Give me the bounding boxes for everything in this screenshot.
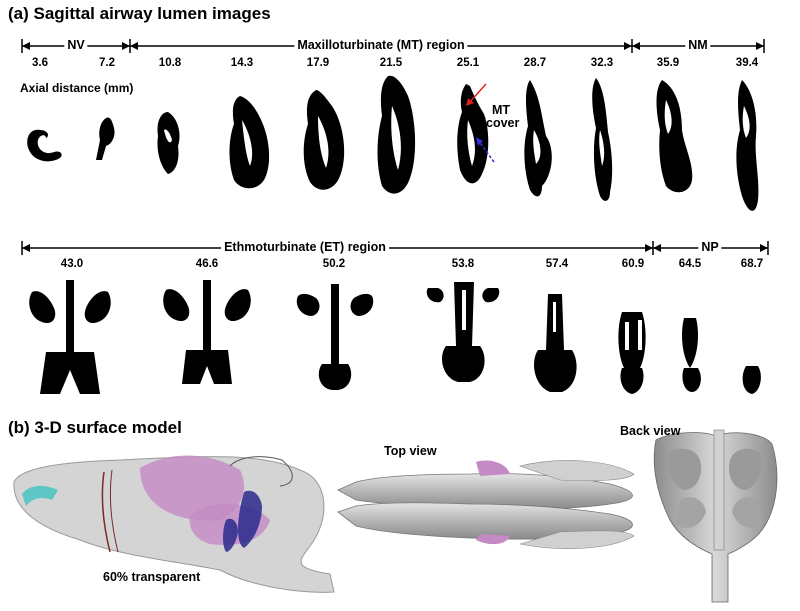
lumen-3.6 <box>27 129 62 162</box>
distance-label: 21.5 <box>379 57 403 69</box>
distance-label: 7.2 <box>99 57 115 69</box>
distance-label: 46.6 <box>195 258 219 270</box>
distance-label: 60.9 <box>621 258 645 270</box>
distance-label: 50.2 <box>322 258 346 270</box>
lumen-43.0 <box>29 280 111 394</box>
row1-lumen-cavities <box>164 100 750 170</box>
transparent-label: 60% transparent <box>103 570 201 584</box>
lumen-68.7 <box>742 366 761 394</box>
lumen-46.6 <box>163 280 251 384</box>
region-label-nm: NM <box>685 38 711 52</box>
lumen-28.7 <box>524 80 552 197</box>
lumen-64.5 <box>682 318 701 392</box>
lumen-7.2 <box>96 117 115 160</box>
distance-label: 64.5 <box>678 258 702 270</box>
back-view-label: Back view <box>620 424 681 438</box>
distance-label: 3.6 <box>32 57 48 69</box>
distance-label: 39.4 <box>735 57 759 69</box>
mt-cover-blue-arrow <box>477 139 495 163</box>
panel-b-title: (b) 3-D surface model <box>8 418 182 437</box>
distance-label: 14.3 <box>230 57 254 69</box>
distance-label: 32.3 <box>590 57 614 69</box>
distance-label: 10.8 <box>158 57 182 69</box>
distance-label: 43.0 <box>60 258 84 270</box>
distance-label: 53.8 <box>451 258 475 270</box>
lumen-50.2 <box>296 284 374 390</box>
mt-cover-label-line2: cover <box>486 116 520 130</box>
distance-label: 28.7 <box>523 57 547 69</box>
lumen-10.8 <box>157 112 180 174</box>
row2-bracket-arrowheads <box>22 244 768 252</box>
top-view-label: Top view <box>384 444 437 458</box>
distance-label: 68.7 <box>740 258 764 270</box>
mt-cover-red-arrowhead <box>466 98 474 106</box>
lumen-39.4 <box>736 80 759 211</box>
panel-a-title: (a) Sagittal airway lumen images <box>8 4 271 23</box>
row2-lumen-cavities <box>462 290 642 350</box>
distance-label: 17.9 <box>306 57 330 69</box>
axial-distance-label: Axial distance (mm) <box>20 81 134 95</box>
region-label-nv: NV <box>64 38 88 52</box>
region-label-et: Ethmoturbinate (ET) region <box>221 240 389 254</box>
row1-bracket-arrowheads <box>22 42 764 50</box>
row2-lumen-images <box>29 280 761 394</box>
distance-label: 25.1 <box>456 57 480 69</box>
mt-cover-label-line1: MT <box>492 103 511 117</box>
mt-cover-blue-arrowhead <box>476 137 483 146</box>
distance-label: 57.4 <box>545 258 569 270</box>
distance-label: 35.9 <box>656 57 680 69</box>
region-label-np: NP <box>698 240 722 254</box>
region-label-mt: Maxilloturbinate (MT) region <box>294 38 468 52</box>
lumen-35.9 <box>656 80 693 193</box>
